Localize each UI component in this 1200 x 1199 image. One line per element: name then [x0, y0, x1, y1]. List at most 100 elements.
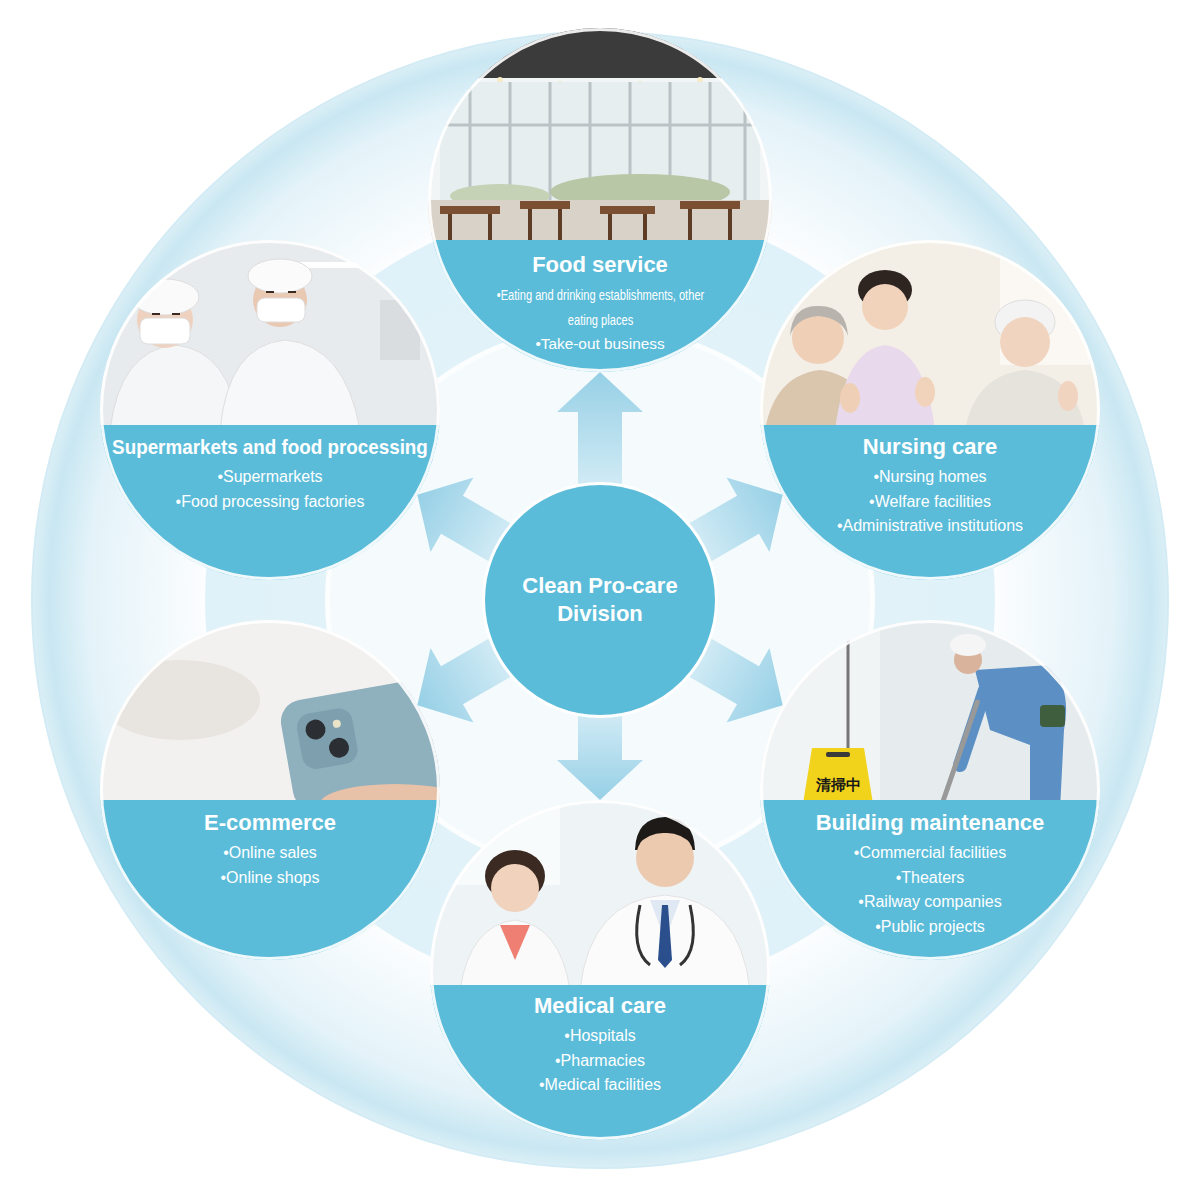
cleaning-photo-part	[1040, 705, 1065, 727]
restaurant-photo-part	[600, 206, 655, 214]
circle-shape	[482, 482, 718, 718]
circle-outline	[102, 242, 439, 579]
category-item: •Supermarkets	[217, 465, 322, 490]
restaurant-photo-part	[428, 28, 772, 243]
nursing-photo-part	[760, 240, 1100, 430]
caption-band	[430, 985, 770, 1140]
category-item: •Railway companies	[858, 890, 1001, 915]
nursing-photo-part	[965, 370, 1085, 430]
text-box: Food service •Eating and drinking establi…	[428, 251, 772, 357]
nursing-photo	[760, 240, 1100, 430]
category-item: •Online sales	[223, 841, 317, 866]
category-item: •Eating and drinking establishments, oth…	[494, 283, 706, 332]
category-circle: Medical care •Hospitals•Pharmacies•Medica…	[430, 800, 770, 1140]
category-heading: Building maintenance	[816, 809, 1045, 837]
category-item: •Food processing factories	[176, 490, 365, 515]
doctors-photo-part	[491, 864, 539, 912]
smartphone-photo-part-part	[327, 736, 350, 759]
food-factory-photo-part	[131, 279, 199, 315]
food-factory-photo-part	[220, 340, 360, 430]
category-heading: Medical care	[534, 992, 666, 1020]
category-item: •Take-out business	[535, 332, 664, 357]
hub-fill	[484, 484, 717, 717]
doctors-photo-part	[658, 905, 672, 968]
food-factory-photo-part	[257, 298, 305, 322]
category-item: •Commercial facilities	[854, 841, 1006, 866]
outer-circle	[32, 32, 1168, 1168]
category-item: •Hospitals	[564, 1024, 635, 1049]
category-circle: Building maintenance •Commercial faciliti…	[760, 620, 1100, 960]
category-item: •Medical facilities	[539, 1073, 661, 1098]
doctors-photo-part	[460, 920, 570, 990]
nursing-photo-part	[1058, 381, 1078, 411]
category-item: •Theaters	[896, 866, 965, 891]
circle-outline	[430, 30, 771, 371]
circle-outline	[432, 802, 769, 1139]
category-item: •Welfare facilities	[869, 490, 991, 515]
restaurant-photo-part	[428, 200, 772, 243]
restaurant-photo-part	[520, 201, 570, 209]
caption-band	[760, 425, 1100, 580]
restaurant-photo-part	[680, 201, 740, 209]
food-factory-photo-part	[100, 240, 440, 430]
category-circle: Supermarkets and food processing •Superma…	[100, 240, 440, 580]
doctors-photo-part	[580, 895, 750, 990]
cleaning-photo	[760, 620, 1100, 810]
nursing-photo-part	[840, 383, 860, 413]
text-box: Medical care •Hospitals•Pharmacies•Medica…	[430, 992, 770, 1098]
nursing-photo-part	[862, 284, 908, 330]
category-circle: Nursing care•Nursing homes•Welfare facil…	[760, 240, 1100, 580]
smartphone-photo-part	[100, 660, 260, 740]
block-arrow	[557, 372, 643, 490]
cleaning-photo-part	[940, 700, 978, 810]
circle-outline	[762, 242, 1099, 579]
cleaning-photo-part	[960, 690, 985, 765]
nursing-photo-part	[835, 345, 935, 430]
nursing-photo-part	[915, 377, 935, 407]
circle-shape	[100, 620, 440, 960]
restaurant-photo-part	[450, 209, 730, 240]
food-factory-photo	[100, 240, 440, 430]
smartphone-photo-part-part	[332, 719, 341, 728]
nursing-photo-part	[790, 306, 848, 336]
caption-band	[100, 800, 440, 960]
outer-circle-part	[32, 32, 1168, 1168]
food-factory-photo-part	[152, 292, 296, 314]
block-arrow	[557, 710, 643, 800]
doctors-photo-part	[430, 800, 770, 990]
category-item: •Online shops	[221, 866, 320, 891]
category-item: •Nursing homes	[873, 465, 986, 490]
nursing-photo-part	[1000, 317, 1050, 367]
doctors-photo	[430, 800, 770, 990]
category-heading: E-commerce	[204, 809, 336, 837]
circle-outline	[762, 622, 1099, 959]
cleaning-photo-part	[826, 752, 850, 757]
text-box: Clean Pro-care Division	[482, 482, 718, 718]
text-box: Building maintenance •Commercial faciliti…	[760, 809, 1100, 939]
caption-band	[428, 240, 772, 372]
category-circle: Food service •Eating and drinking establi…	[428, 28, 772, 372]
category-item: •Public projects	[875, 915, 985, 940]
restaurant-photo-part	[440, 206, 500, 214]
circle-shape	[100, 240, 440, 580]
smartphone-photo-part-part	[295, 706, 360, 771]
category-heading: Supermarkets and food processing	[112, 433, 428, 461]
hub-label: Clean Pro-care Division	[500, 572, 700, 628]
food-factory-photo-part	[110, 345, 240, 430]
caption-band	[760, 800, 1100, 960]
text-box: E-commerce •Online sales•Online shops	[100, 809, 440, 890]
circle-outline	[102, 622, 439, 959]
doctors-photo-part	[637, 905, 694, 965]
cleaning-photo-part	[950, 634, 986, 656]
category-heading: Food service	[532, 251, 668, 279]
category-item: •Pharmacies	[555, 1049, 645, 1074]
food-factory-photo-part	[140, 318, 190, 344]
smartphone-photo	[100, 620, 470, 824]
hub-circle: Clean Pro-care Division	[482, 482, 718, 718]
smartphone-photo-part-part	[304, 718, 327, 741]
category-item: •Administrative institutions	[837, 514, 1023, 539]
category-circle: E-commerce •Online sales•Online shops	[100, 620, 440, 960]
text-box: Nursing care•Nursing homes•Welfare facil…	[760, 433, 1100, 539]
text-box: Supermarkets and food processing •Superma…	[100, 433, 440, 514]
